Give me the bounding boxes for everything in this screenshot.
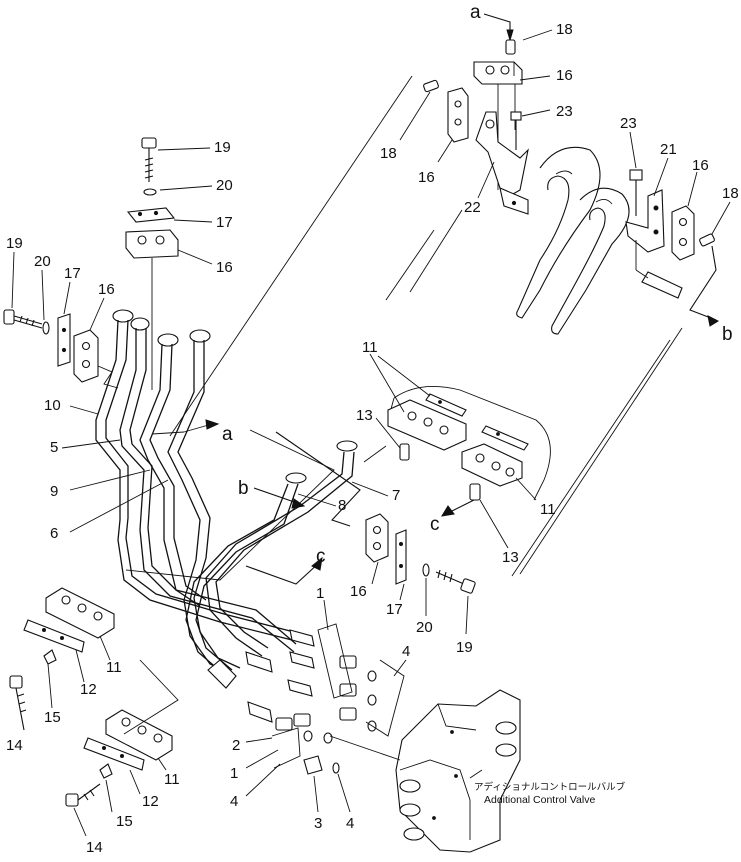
callout-19: 19 [6,235,23,252]
top-right-bracket-assembly [399,13,553,215]
letter-c: c [430,514,440,535]
callout-14: 14 [86,839,103,856]
callout-22: 22 [464,199,481,216]
callout-17: 17 [64,265,81,282]
callout-18: 18 [380,145,397,162]
callout-numbers: 18 16 23 18 16 22 23 21 16 18 19 20 17 1… [6,21,739,856]
callout-20: 20 [34,253,51,270]
callout-16: 16 [556,67,573,84]
right-clamp-assembly [365,513,476,635]
callout-4: 4 [346,815,354,832]
callout-19: 19 [456,639,473,656]
callout-11: 11 [164,771,180,788]
callout-1: 1 [230,765,238,782]
callout-20: 20 [216,177,233,194]
guide-lines [151,75,683,577]
callout-11: 11 [362,339,378,356]
connection-outlines [123,429,335,735]
letter-b: b [238,478,249,499]
callout-9: 9 [50,483,58,500]
letter-b: b [722,324,733,345]
callout-13: 13 [502,549,519,566]
callout-16: 16 [98,281,115,298]
caption-japanese: アディショナルコントロールバルブ [474,781,626,793]
callout-15: 15 [116,813,133,830]
callout-16: 16 [350,583,367,600]
lower-clamp-assembly-upper [9,587,115,731]
boom-bracket-assembly [516,131,731,335]
valve-caption: アディショナルコントロールバルブ Additional Control Valv… [474,781,626,806]
callout-8: 8 [338,497,346,514]
callout-6: 6 [50,525,58,542]
callout-11: 11 [540,501,556,518]
callout-16: 16 [216,259,233,276]
callout-12: 12 [142,793,159,810]
lower-clamp-assembly-lower [65,709,173,837]
callout-5: 5 [50,439,58,456]
callout-12: 12 [80,681,97,698]
letter-a: a [222,424,233,445]
callout-16: 16 [692,157,709,174]
left-clamp-assembly [3,251,119,389]
callout-14: 14 [6,737,23,754]
callout-20: 20 [416,619,433,636]
callout-21: 21 [660,141,677,158]
callout-10: 10 [44,397,61,414]
callout-23: 23 [620,115,637,132]
callout-23: 23 [556,103,573,120]
reference-arrows [245,431,361,585]
callout-16: 16 [418,169,435,186]
callout-4: 4 [230,793,238,810]
callout-18: 18 [556,21,573,38]
callout-18: 18 [722,185,739,202]
callout-7: 7 [392,487,400,504]
fittings [245,599,407,813]
pipe-leaders [61,405,389,533]
callout-11: 11 [106,659,122,676]
callout-3: 3 [314,815,322,832]
caption-english: Additional Control Valve [484,794,595,806]
callout-1: 1 [316,585,324,602]
additional-control-valve [395,689,521,853]
callout-19: 19 [214,139,231,156]
callout-4: 4 [402,643,410,660]
upper-clamp-assembly [125,137,213,390]
callout-13: 13 [356,407,373,424]
mid-clamp-assembly [363,353,551,549]
reference-letters: a a b b c c [222,2,733,567]
callout-17: 17 [216,214,233,231]
callout-15: 15 [44,709,61,726]
letter-c: c [316,546,326,567]
letter-a: a [470,2,481,23]
callout-17: 17 [386,601,403,618]
callout-2: 2 [232,737,240,754]
hydraulic-pipe-bundle [95,309,358,689]
